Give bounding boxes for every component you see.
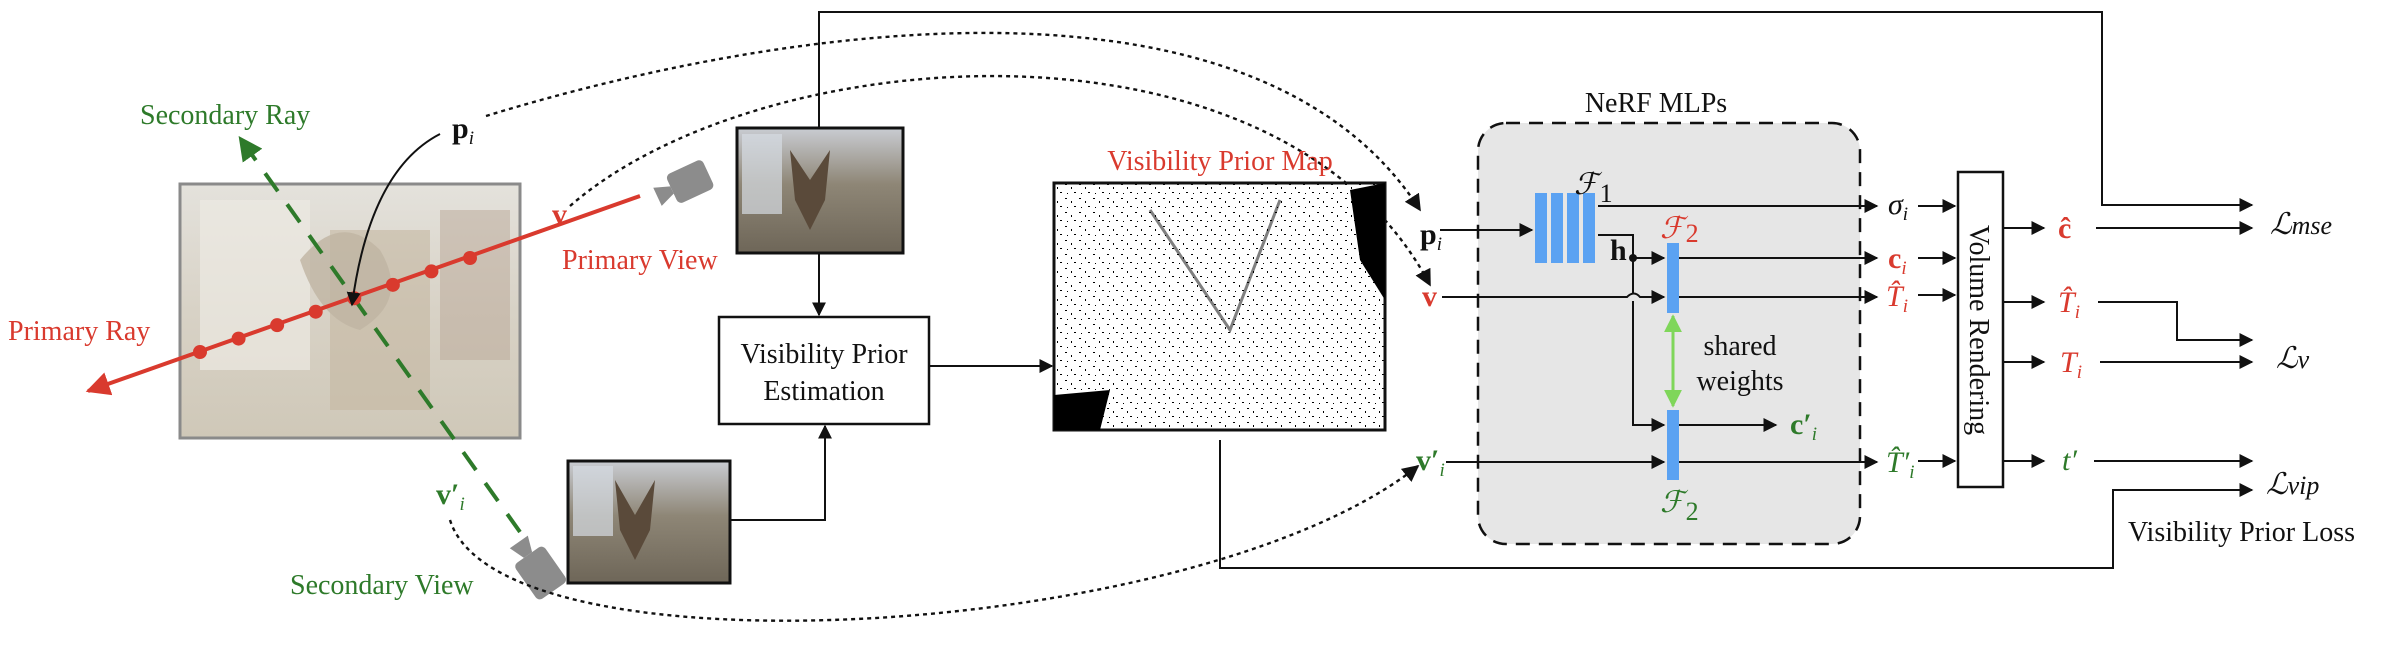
ray-sample-point	[270, 318, 285, 333]
f2-mlp-primary	[1667, 243, 1679, 313]
point-label: pi	[452, 112, 474, 149]
f1-layer	[1535, 193, 1547, 263]
ray-sample-point	[193, 345, 207, 359]
primary-ray-label: Primary Ray	[8, 316, 150, 347]
render-output-t-hat: T̂i	[2058, 286, 2080, 323]
secondary-view-route	[448, 464, 1420, 622]
nerf-input-v-prime: v′i	[1416, 444, 1445, 481]
f1-layer	[1551, 193, 1563, 263]
f1-mlp	[1535, 193, 1595, 263]
output-t-hat-prime: T̂′i	[1886, 446, 1915, 483]
output-t-hat: T̂i	[1886, 280, 1908, 317]
secondary-ray	[238, 136, 522, 534]
f1-layer	[1583, 193, 1595, 263]
f1-layer	[1567, 193, 1579, 263]
primary-view-image	[735, 126, 905, 255]
nerf-input-v: v	[1422, 280, 1437, 313]
shared-weights-line1: shared	[1703, 331, 1776, 362]
volume-rendering-box: Volume Rendering	[1956, 170, 2005, 489]
nerf-title: NeRF MLPs	[1585, 88, 1727, 119]
secondary-view-image	[566, 459, 732, 585]
scene-photo	[178, 182, 522, 440]
estimation-line2: Estimation	[763, 376, 884, 407]
feature-h-label: h	[1610, 234, 1627, 267]
ray-sample-point	[463, 251, 477, 265]
nerf-input-p: pi	[1420, 218, 1442, 255]
primary-ray	[85, 194, 641, 396]
render-output-c-hat: ĉ	[2058, 212, 2071, 245]
v-to-f2	[1442, 290, 1666, 304]
primary-view-label: Primary View	[562, 245, 718, 276]
loss-vip: ℒvip	[2266, 468, 2319, 501]
loss-v: ℒv	[2276, 342, 2310, 375]
ray-sample-points	[193, 251, 477, 359]
estimation-line1: Visibility Prior	[740, 339, 908, 370]
visibility-prior-estimation-box: Visibility Prior Estimation	[717, 315, 931, 426]
ray-sample-point	[231, 331, 246, 346]
secondary-to-estimation	[730, 424, 832, 521]
secondary-view-label: Secondary View	[290, 570, 474, 601]
f2-mlp-secondary	[1667, 410, 1679, 480]
visibility-map-title: Visibility Prior Map	[1107, 146, 1332, 177]
nerf-panel	[1476, 121, 1862, 546]
h-to-f2b	[1632, 258, 1664, 425]
h-to-f2	[1598, 234, 1666, 265]
visibility-prior-map	[1052, 181, 1387, 432]
shared-weights-line2: weights	[1696, 366, 1783, 397]
secondary-direction-label: v′i	[436, 478, 465, 515]
camera-icon-primary	[653, 160, 714, 206]
render-output-t-prime: t′	[2062, 444, 2077, 477]
view-route	[569, 74, 1432, 287]
that-to-lv	[2098, 301, 2254, 347]
view-direction-label: v	[552, 198, 567, 231]
gt-color-wire	[818, 11, 2254, 212]
secondary-ray-label: Secondary Ray	[140, 100, 310, 131]
map-to-vip-wire	[1219, 440, 2254, 569]
output-c-prime: c′i	[1790, 408, 1817, 445]
visibility-prior-loss-caption: Visibility Prior Loss	[2128, 517, 2355, 548]
volume-rendering-label: Volume Rendering	[1963, 225, 1994, 435]
loss-mse: ℒmse	[2270, 208, 2332, 241]
output-c: ci	[1888, 242, 1907, 279]
ray-sample-point	[385, 277, 400, 292]
ray-sample-point	[424, 264, 439, 279]
render-output-t: Ti	[2060, 346, 2082, 383]
ray-sample-point	[308, 304, 323, 319]
output-sigma: σi	[1888, 188, 1908, 225]
point-pointer	[346, 133, 441, 307]
camera-icon-secondary	[509, 535, 567, 600]
